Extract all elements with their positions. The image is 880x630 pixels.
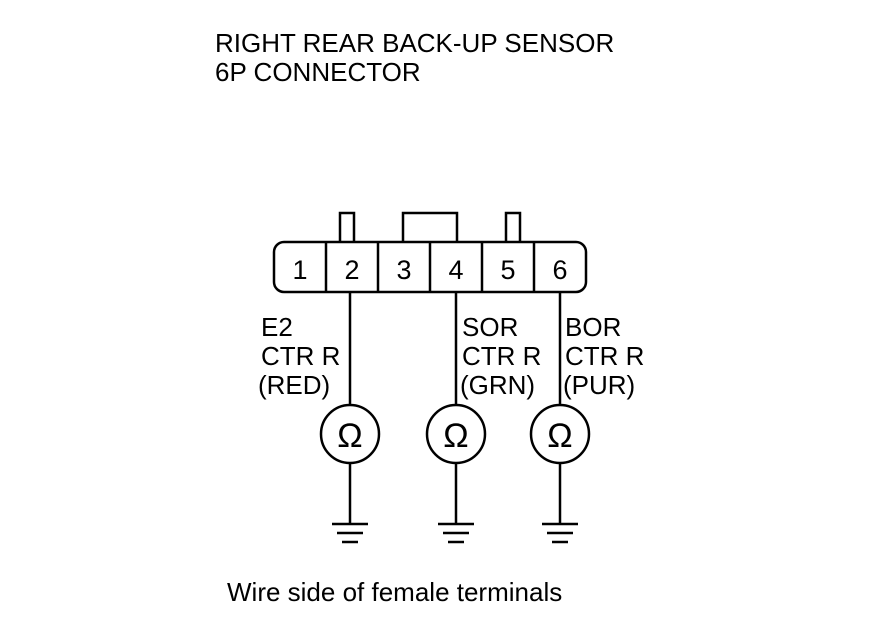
diagram-caption: Wire side of female terminals	[227, 577, 562, 607]
wire-pin-4-label-1: SOR	[462, 312, 518, 342]
wire-pin-4-label-3: (GRN)	[460, 370, 535, 400]
connector-tab-center	[401, 211, 459, 242]
ground-icon-pin-6	[542, 522, 578, 544]
wire-pin-4: SOR CTR R (GRN) Ω	[425, 292, 541, 544]
ohm-icon-pin-4: Ω	[443, 417, 468, 455]
wire-pin-6-label-2: CTR R	[565, 341, 644, 371]
pin-5-label: 5	[500, 255, 515, 285]
wire-pin-2-label-1: E2	[261, 312, 293, 342]
wire-pin-6-label-1: BOR	[565, 312, 621, 342]
wire-pin-4-label-2: CTR R	[462, 341, 541, 371]
ohm-icon-pin-6: Ω	[547, 417, 572, 455]
pin-2-label: 2	[344, 255, 359, 285]
connector-6p: 1 2 3 4 5 6	[272, 211, 588, 294]
ohm-icon-pin-2: Ω	[337, 417, 362, 455]
wire-pin-2-label-2: CTR R	[261, 341, 340, 371]
title-line-1: RIGHT REAR BACK-UP SENSOR	[215, 28, 614, 58]
pin-6-label: 6	[552, 255, 567, 285]
pin-4-label: 4	[448, 255, 463, 285]
pin-1-label: 1	[292, 255, 307, 285]
wire-pin-6-label-3: (PUR)	[563, 370, 635, 400]
ground-icon-pin-2	[332, 522, 368, 544]
title-line-2: 6P CONNECTOR	[215, 57, 421, 87]
connector-tab-left	[338, 211, 356, 242]
wire-pin-2-label-3: (RED)	[258, 370, 330, 400]
connector-tab-right	[504, 211, 522, 242]
wire-pin-6: BOR CTR R (PUR) Ω	[529, 292, 644, 544]
ground-icon-pin-4	[438, 522, 474, 544]
wire-pin-2: E2 CTR R (RED) Ω	[258, 292, 381, 544]
pin-3-label: 3	[396, 255, 411, 285]
